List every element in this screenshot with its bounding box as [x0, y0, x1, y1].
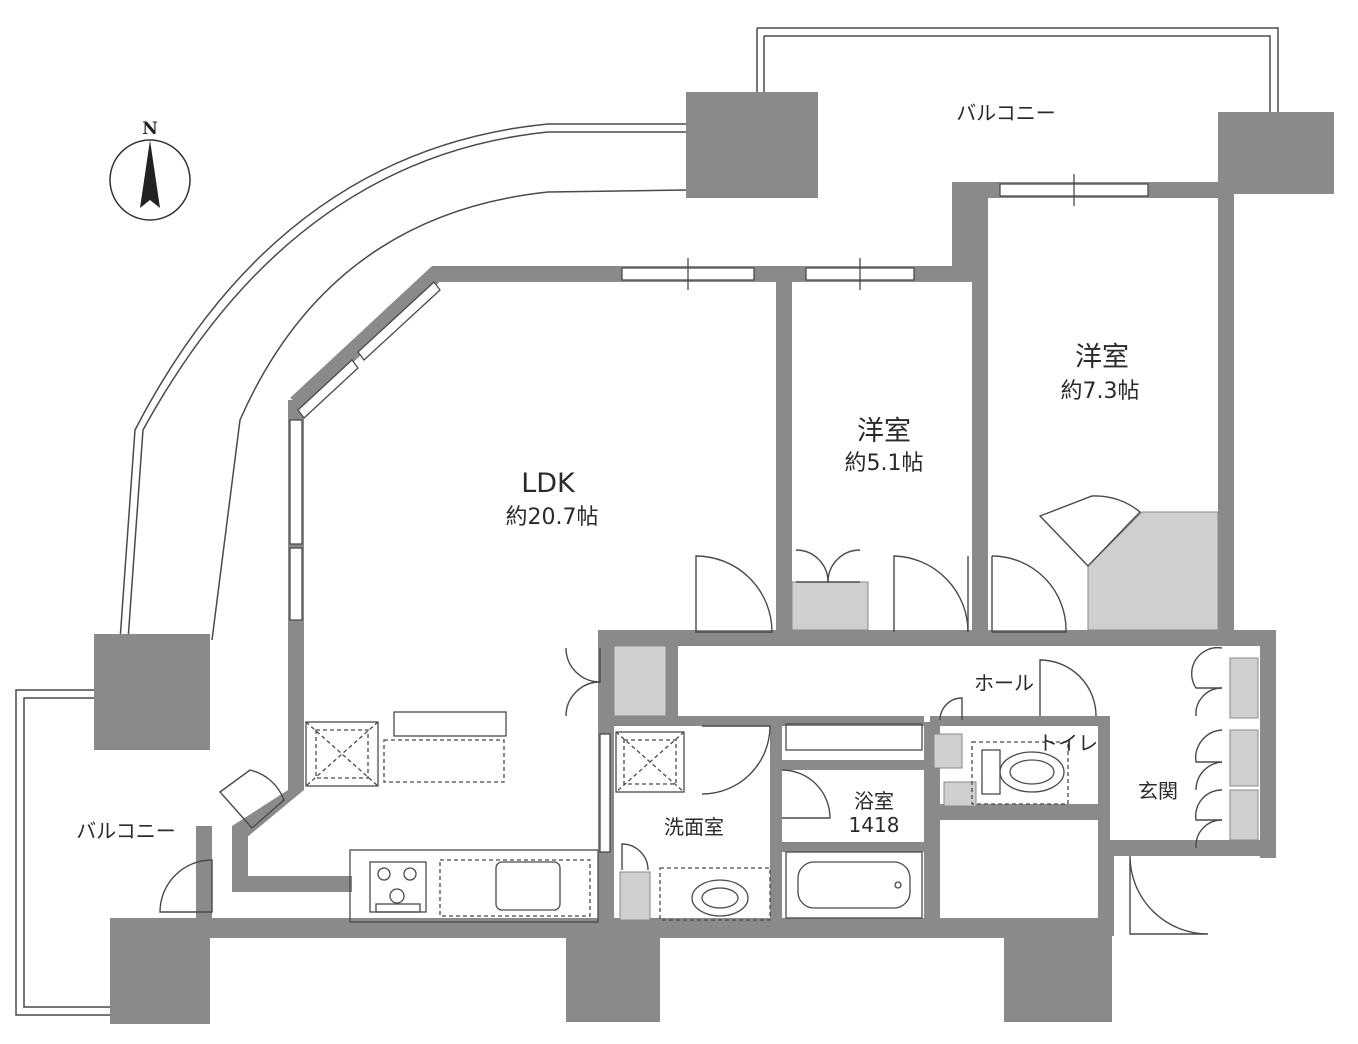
toilet-label: トイレ — [1038, 731, 1098, 755]
column — [686, 92, 818, 198]
balcony-top-area — [756, 27, 1279, 112]
window — [297, 359, 359, 419]
north-arrow-icon — [140, 140, 160, 208]
north-compass: N — [109, 119, 191, 221]
washbasin — [691, 879, 749, 917]
western-room-b-area: 約7.3帖 — [1061, 379, 1140, 404]
ldk-label: LDK — [521, 468, 576, 499]
column — [94, 634, 210, 750]
kitchen-counter — [349, 849, 599, 923]
fixtures — [305, 711, 1069, 923]
closet — [1229, 789, 1259, 841]
appliance-box — [305, 721, 379, 787]
storage-areas — [613, 511, 1259, 921]
window — [599, 733, 611, 853]
column — [1004, 918, 1112, 1022]
balcony-top-label: バルコニー — [956, 101, 1056, 125]
closet — [933, 733, 963, 769]
western-room-b-label: 洋室 — [1075, 342, 1129, 373]
balcony-left-label: バルコニー — [76, 819, 176, 843]
door — [1129, 855, 1209, 935]
door — [701, 725, 771, 795]
windows — [289, 174, 1149, 853]
closet — [1229, 657, 1259, 719]
toilet — [981, 749, 1001, 795]
column — [110, 918, 210, 1024]
balcony-curved-area — [119, 123, 687, 641]
door — [893, 555, 969, 633]
north-letter: N — [142, 119, 158, 139]
entrance-label: 玄関 — [1138, 779, 1178, 803]
columns — [94, 92, 1334, 1024]
closet — [619, 871, 651, 921]
washer-box — [615, 731, 685, 793]
window — [289, 419, 303, 545]
closet — [943, 781, 977, 807]
ldk-area: 約20.7帖 — [506, 505, 599, 530]
sink — [495, 861, 561, 911]
door — [695, 555, 773, 633]
door — [781, 769, 831, 819]
bathroom-size: 1418 — [849, 813, 900, 837]
doors — [159, 495, 1223, 935]
closet — [791, 581, 869, 631]
western-room-a-area: 約5.1帖 — [845, 451, 924, 476]
door — [991, 555, 1067, 633]
kitchen-island — [393, 711, 507, 737]
room-labels: LDK 約20.7帖 洋室 約5.1帖 洋室 約7.3帖 ホール トイレ 玄関 … — [76, 101, 1178, 843]
closet — [1087, 511, 1219, 631]
western-room-a-label: 洋室 — [857, 416, 911, 447]
column — [1218, 112, 1334, 194]
washroom-label: 洗面室 — [664, 815, 724, 839]
hall-label: ホール — [974, 671, 1034, 695]
closet — [613, 645, 667, 717]
bathtub — [785, 851, 923, 919]
window — [357, 281, 441, 361]
window — [289, 547, 303, 621]
bathroom-label: 浴室 — [854, 789, 894, 813]
door — [1039, 659, 1097, 717]
column — [566, 918, 660, 1022]
closet — [1229, 729, 1259, 787]
balcony-left-area — [15, 689, 110, 1016]
